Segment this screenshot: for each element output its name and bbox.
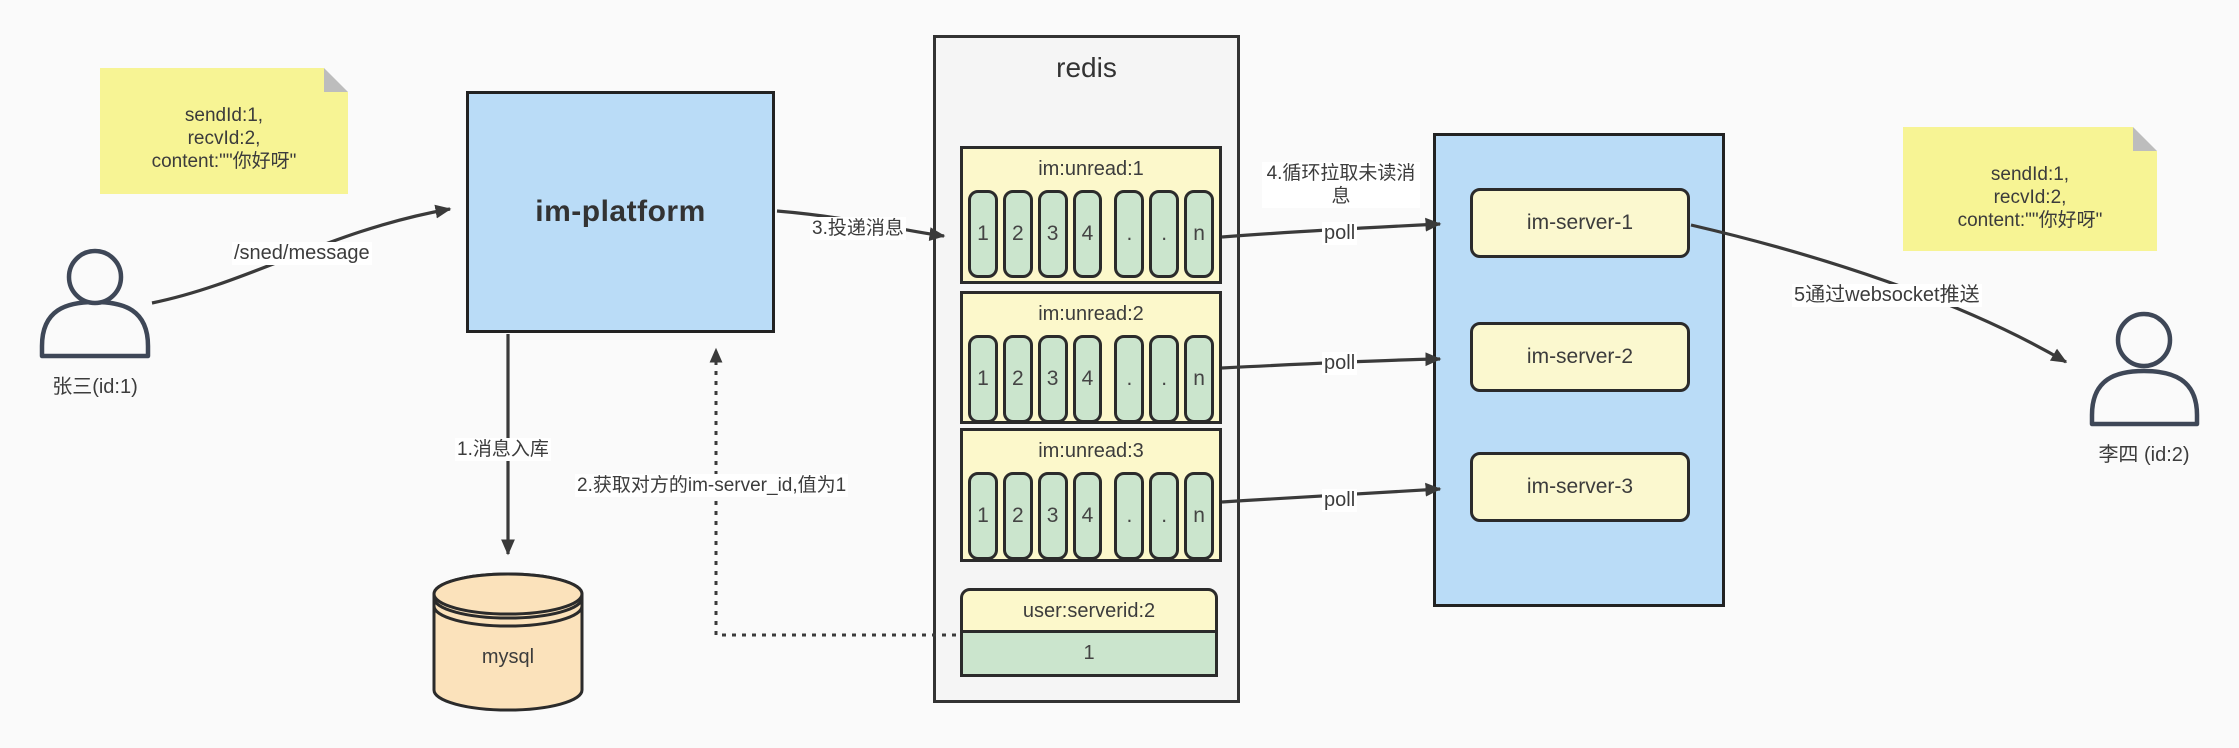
unread-list-1: im:unread:1 1 2 3 4 . . n (960, 146, 1222, 284)
edge-label-step4: 4.循环拉取未读消息 (1262, 162, 1420, 208)
list-cell: 2 (1002, 472, 1033, 560)
edge-label-step3: 3.投递消息 (810, 217, 906, 240)
im-server-2-node: im-server-2 (1470, 322, 1690, 392)
im-server-3-node: im-server-3 (1470, 452, 1690, 522)
im-platform-node: im-platform (466, 91, 775, 333)
sticky-note-right: sendId:1, recvId:2, content:""你好呀" (1903, 127, 2157, 251)
edge-label-poll-2: poll (1322, 352, 1358, 375)
sticky-note-left: sendId:1, recvId:2, content:""你好呀" (100, 68, 348, 194)
list-cell: 3 (1037, 472, 1068, 560)
sticky-note-right-text: sendId:1, recvId:2, content:""你好呀" (1957, 164, 2103, 231)
mysql-cylinder (432, 572, 584, 712)
list-cell: . (1114, 190, 1145, 278)
receiver-label: 李四 (id:2) (2098, 444, 2190, 466)
edge-label-poll-3: poll (1322, 489, 1358, 512)
mysql-label: mysql (481, 646, 535, 668)
list-cell: 2 (1002, 335, 1033, 423)
list-cell: 3 (1037, 190, 1068, 278)
unread-list-3: im:unread:3 1 2 3 4 . . n (960, 428, 1222, 562)
receiver-person-icon (2089, 311, 2200, 427)
list-cell: n (1184, 472, 1215, 560)
im-platform-label: im-platform (535, 195, 706, 228)
list-cell: . (1149, 472, 1180, 560)
list-cell: . (1149, 335, 1180, 423)
sticky-note-left-text: sendId:1, recvId:2, content:""你好呀" (151, 105, 297, 172)
edge-label-step2: 2.获取对方的im-server_id,值为1 (575, 474, 849, 497)
list-cell: . (1149, 190, 1180, 278)
list-cell: 1 (968, 335, 998, 423)
list-cell: 1 (968, 472, 998, 560)
edge-label-poll-1: poll (1322, 222, 1358, 245)
list-cell: n (1184, 335, 1215, 423)
user-serverid-key: user:serverid:2 (960, 588, 1218, 633)
list-cell: 4 (1072, 472, 1103, 560)
list-cell: 4 (1072, 335, 1103, 423)
sender-person-icon (39, 248, 151, 359)
edge-label-step5: 5通过websocket推送 (1792, 284, 1982, 307)
list-cell: . (1114, 335, 1145, 423)
unread-list-2-title: im:unread:2 (1038, 303, 1144, 325)
unread-list-2: im:unread:2 1 2 3 4 . . n (960, 291, 1222, 424)
edge-label-step1: 1.消息入库 (455, 438, 551, 461)
list-cell: 2 (1002, 190, 1033, 278)
sender-label: 张三(id:1) (52, 376, 138, 398)
unread-list-2-cells: 1 2 3 4 . . n (963, 335, 1219, 423)
list-cell: 4 (1072, 190, 1103, 278)
redis-title: redis (1056, 52, 1117, 83)
unread-list-3-title: im:unread:3 (1038, 440, 1144, 462)
user-serverid-value: 1 (960, 633, 1218, 677)
list-cell: 1 (968, 190, 998, 278)
unread-list-1-cells: 1 2 3 4 . . n (963, 190, 1219, 278)
edge-label-send-message: /sned/message (232, 242, 372, 265)
unread-list-3-cells: 1 2 3 4 . . n (963, 472, 1219, 560)
im-server-1-node: im-server-1 (1470, 188, 1690, 258)
list-cell: n (1184, 190, 1215, 278)
list-cell: . (1114, 472, 1145, 560)
list-cell: 3 (1037, 335, 1068, 423)
unread-list-1-title: im:unread:1 (1038, 158, 1144, 180)
